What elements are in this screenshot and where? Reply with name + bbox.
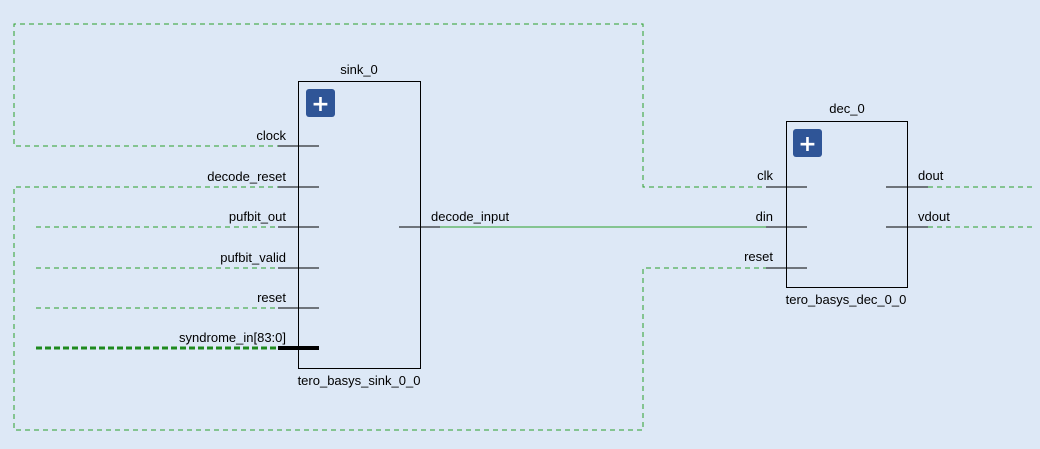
sink-port-pufbit-out: pufbit_out	[229, 209, 286, 224]
sink-module-name: tero_basys_sink_0_0	[298, 373, 421, 388]
sink-port-reset: reset	[257, 290, 286, 305]
plus-icon: +	[311, 92, 329, 117]
sink-port-decode-input: decode_input	[431, 209, 509, 224]
sink-port-decode-reset: decode_reset	[207, 169, 286, 184]
dec-instance-name: dec_0	[829, 101, 864, 116]
dec-expand-button[interactable]: +	[793, 129, 822, 157]
sink-port-syndrome-in: syndrome_in[83:0]	[179, 330, 286, 345]
sink-port-pufbit-valid: pufbit_valid	[220, 250, 286, 265]
dec-port-din: din	[756, 209, 773, 224]
dec-port-clk: clk	[757, 168, 773, 183]
dec-module-name: tero_basys_dec_0_0	[786, 292, 907, 307]
sink-instance-name: sink_0	[340, 62, 378, 77]
dec-port-dout: dout	[918, 168, 944, 183]
plus-icon: +	[798, 132, 816, 157]
net-clock-loop[interactable]	[13, 23, 787, 188]
sink-port-clock: clock	[256, 128, 286, 143]
dec-port-vdout: vdout	[918, 209, 950, 224]
nets	[13, 23, 1032, 431]
dec-block[interactable]: dec_0 + clk din reset dout vdout tero_ba…	[744, 101, 950, 307]
sink-block-body[interactable]	[298, 81, 421, 369]
sink-block[interactable]: sink_0 + clock decode_reset pufbit_out p…	[179, 62, 509, 388]
dec-port-reset: reset	[744, 249, 773, 264]
sink-expand-button[interactable]: +	[306, 89, 335, 117]
net-decode-reset-loop[interactable]	[13, 186, 787, 431]
